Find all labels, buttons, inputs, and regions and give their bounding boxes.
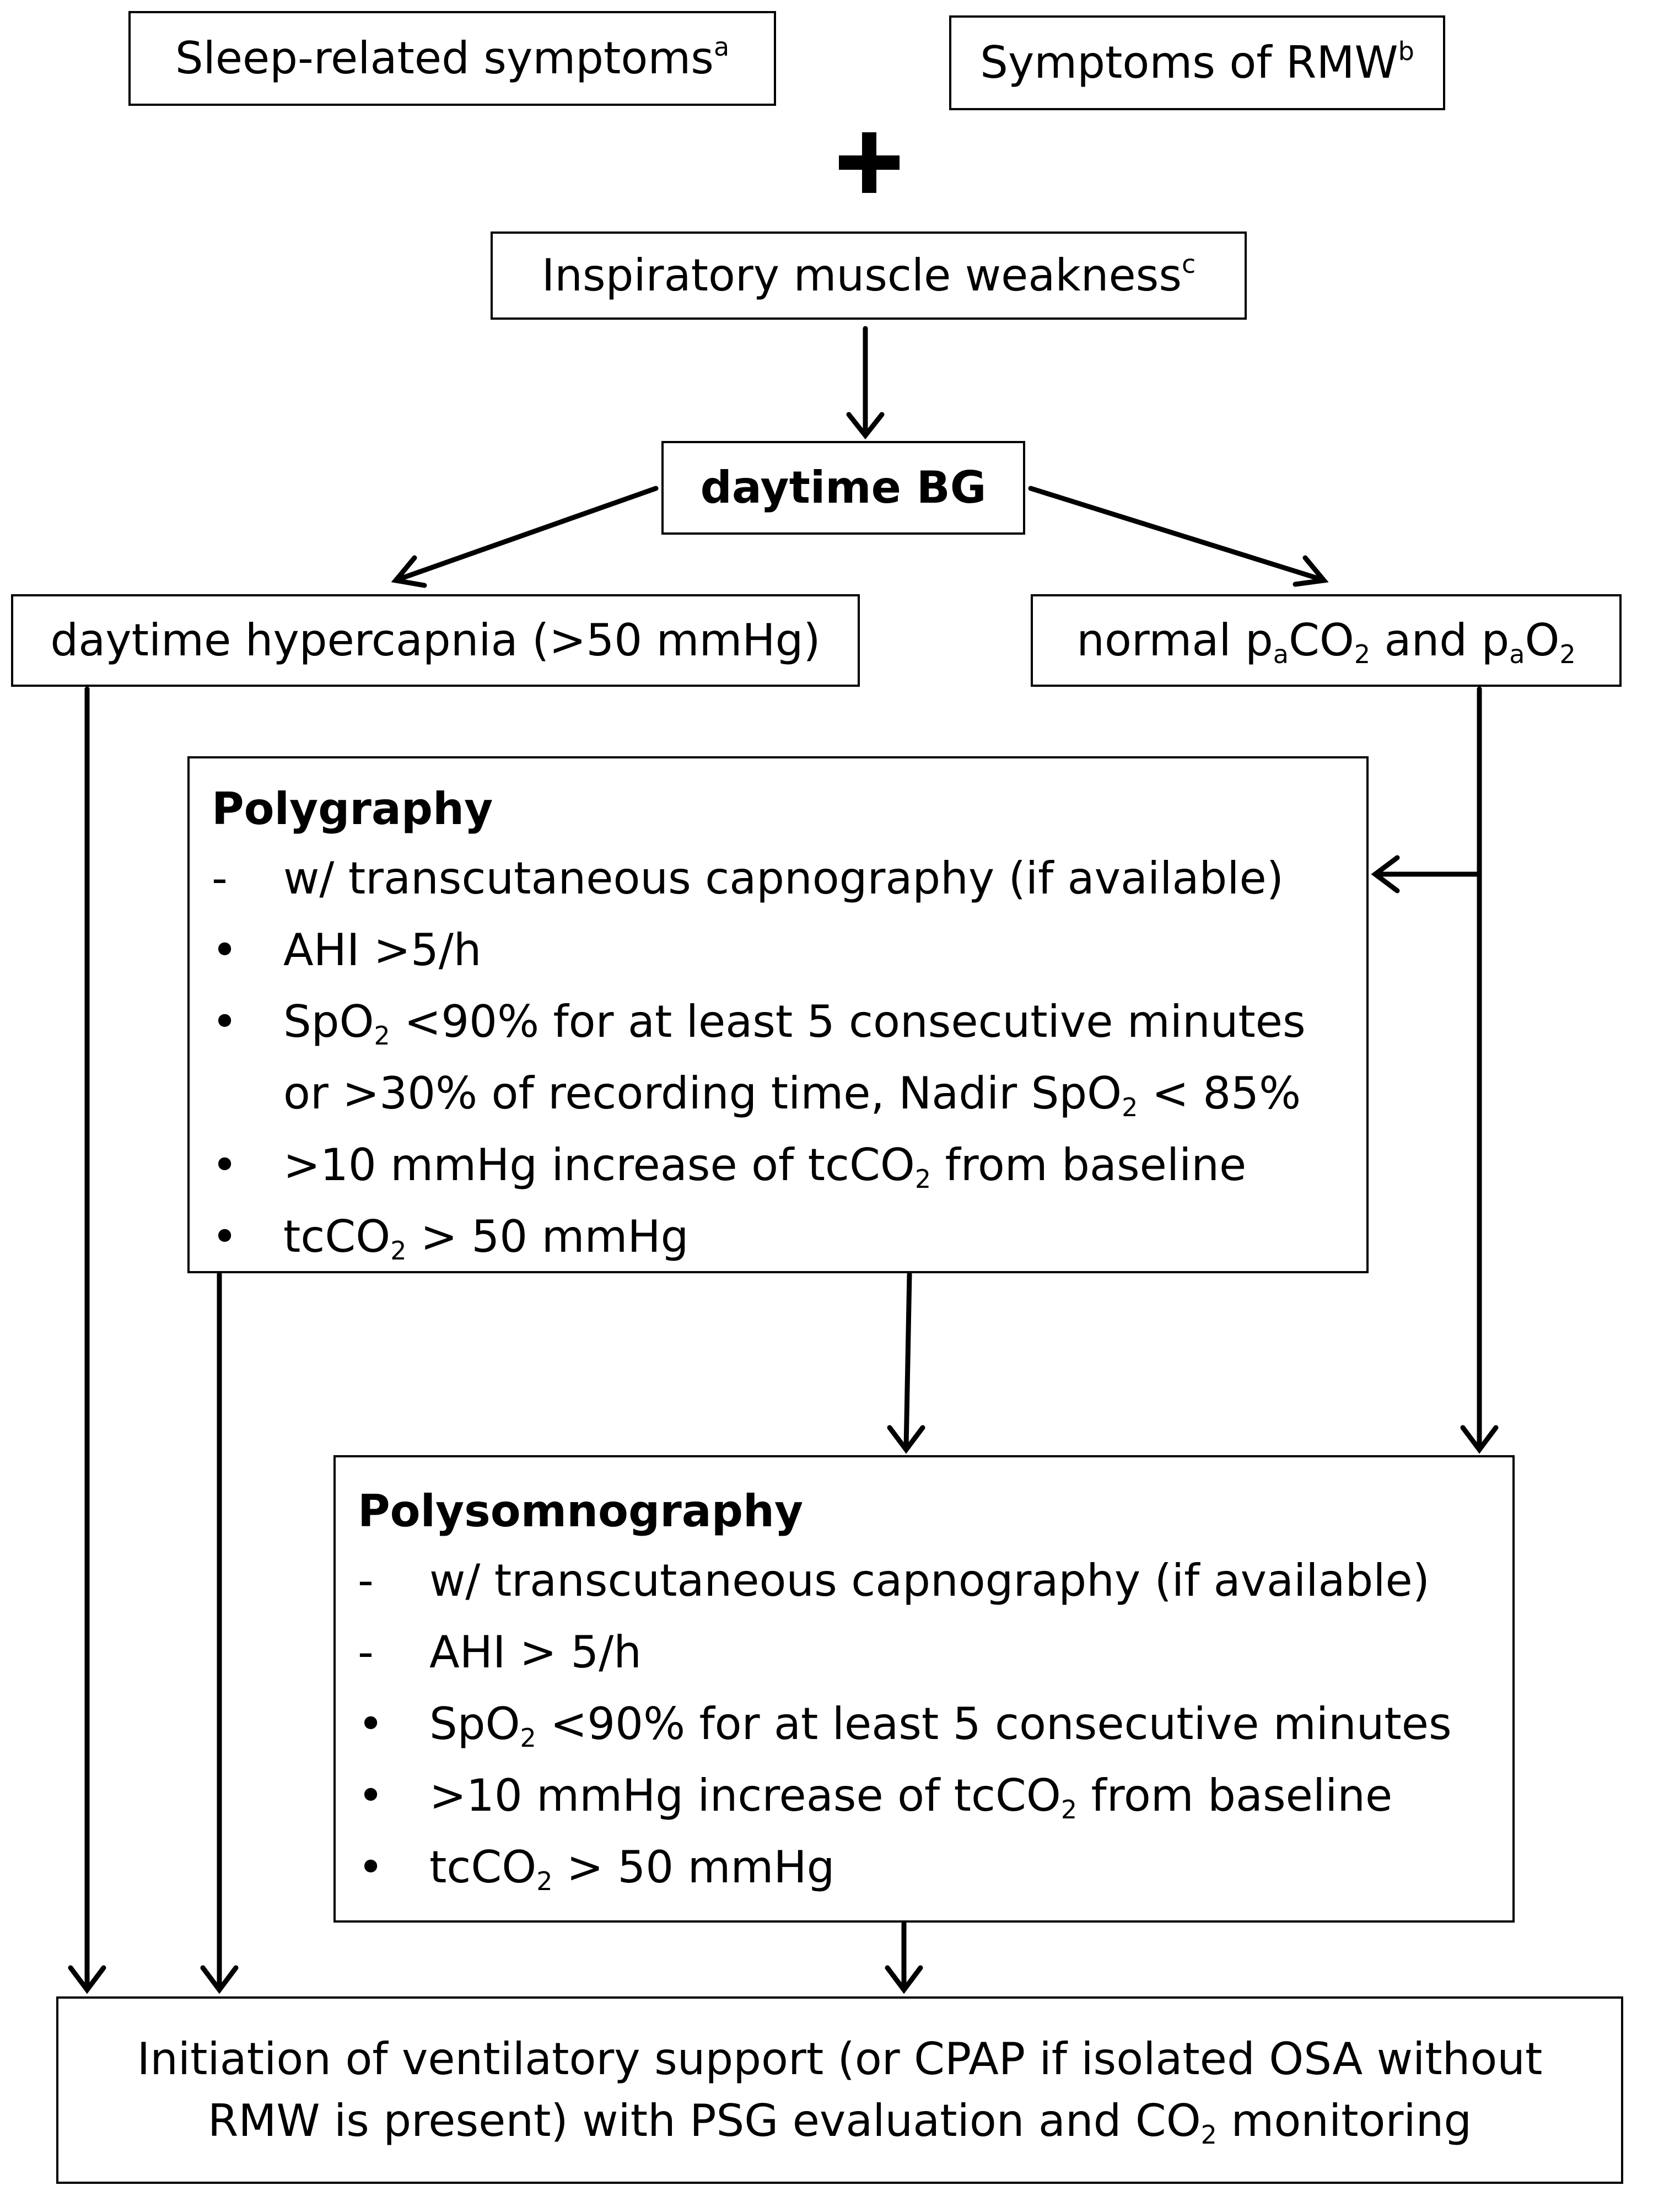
arrowhead xyxy=(1293,555,1329,587)
normal-gases-label: normal paCO2 and paO2 xyxy=(1076,615,1576,669)
sleep-symptoms-label: Sleep-related symptomsa xyxy=(175,31,730,84)
arrow-bg-to-hypercapnia xyxy=(394,486,659,583)
inspiratory-weakness-box: Inspiratory muscle weaknessc xyxy=(491,232,1247,320)
arrow-bg-to-normal xyxy=(1028,486,1326,583)
rmw-symptoms-label: Symptoms of RMWb xyxy=(980,36,1414,88)
polygraphy-title: Polygraphy xyxy=(212,783,493,835)
rmw-symptoms-box: Symptoms of RMWb xyxy=(949,15,1445,110)
arrowhead xyxy=(846,412,885,440)
arrowhead xyxy=(1460,1425,1499,1454)
sleep-symptoms-box: Sleep-related symptomsa xyxy=(128,11,776,106)
arrowhead xyxy=(68,1965,106,1994)
arrowhead xyxy=(887,1425,925,1454)
hypercapnia-label: daytime hypercapnia (>50 mmHg) xyxy=(50,615,821,666)
outcome-line-1: Initiation of ventilatory support (or CP… xyxy=(137,2033,1543,2085)
daytime-bg-label: daytime BG xyxy=(700,462,987,513)
arrow-polygraphy-to-polysomnography xyxy=(903,1272,912,1450)
outcome-box: Initiation of ventilatory support (or CP… xyxy=(56,1996,1623,2184)
arrowhead xyxy=(1371,855,1400,893)
normal-gases-box: normal paCO2 and paO2 xyxy=(1031,594,1622,687)
hypercapnia-box: daytime hypercapnia (>50 mmHg) xyxy=(11,594,860,687)
polysomnography-box: Polysomnography - w/ transcutaneous capn… xyxy=(333,1455,1515,1923)
polygraphy-box: Polygraphy - w/ transcutaneous capnograp… xyxy=(187,756,1369,1273)
inspiratory-weakness-label: Inspiratory muscle weaknessc xyxy=(541,249,1196,301)
daytime-bg-box: daytime BG xyxy=(661,441,1025,535)
plus-icon xyxy=(839,132,900,193)
arrowhead xyxy=(391,555,427,588)
arrowhead xyxy=(200,1965,239,1994)
arrowhead xyxy=(885,1965,923,1994)
outcome-line-2: RMW is present) with PSG evaluation and … xyxy=(207,2095,1472,2150)
polysomnography-title: Polysomnography xyxy=(358,1485,804,1537)
